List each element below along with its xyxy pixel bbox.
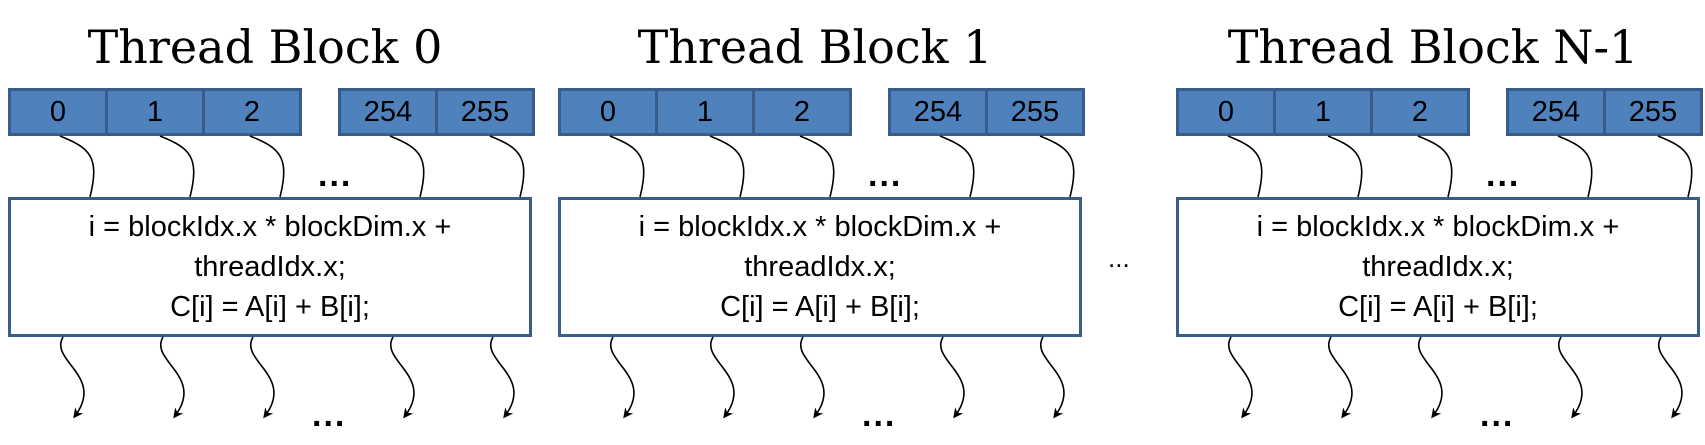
ellipsis-dots-top: ... [1486,156,1521,194]
thread-output-arrow [1658,336,1683,419]
code-line: C[i] = A[i] + B[i]; [720,291,920,323]
code-line: i = blockIdx.x * blockDim.x + [88,210,452,243]
thread-block-0: Thread Block 0 0 1 2 254 255 ... i = blo… [0,0,535,445]
thread-input-line [59,135,95,198]
thread-cell: 2 [752,88,852,136]
code-line: i = blockIdx.x * blockDim.x + [638,210,1002,243]
thread-input-line [1657,135,1693,198]
thread-input-line [249,135,285,198]
block-title: Thread Block N-1 [1227,20,1639,74]
thread-input-line [799,135,835,198]
thread-input-line [489,135,525,198]
thread-input-line [1039,135,1075,198]
thread-cell: 2 [202,88,302,136]
thread-cell: 0 [1176,88,1276,136]
ellipsis-dots-bottom: ... [1480,396,1515,434]
kernel-code-box: i = blockIdx.x * blockDim.x + threadIdx.… [8,197,532,337]
thread-input-line [1557,135,1593,198]
thread-output-arrow [1228,336,1253,419]
code-line: C[i] = A[i] + B[i]; [1338,291,1538,323]
thread-strip-left: 0 1 2 [8,88,302,136]
ellipsis-dots-bottom: ... [312,396,347,434]
thread-output-arrow [60,336,85,419]
thread-input-line [1327,135,1363,198]
thread-strip-left: 0 1 2 [558,88,852,136]
code-line: C[i] = A[i] + B[i]; [170,291,370,323]
thread-input-line [709,135,745,198]
ellipsis-dots-top: ... [868,156,903,194]
thread-output-arrow [1418,336,1443,419]
thread-cell: 254 [888,88,988,136]
code-line: threadIdx.x; [194,250,346,283]
code-line: i = blockIdx.x * blockDim.x + [1256,210,1620,243]
thread-cell: 0 [8,88,108,136]
code-line: threadIdx.x; [744,250,896,283]
thread-cell: 255 [1603,88,1703,136]
thread-block-1: Thread Block 1 0 1 2 254 255 ... i = blo… [550,0,1085,445]
thread-output-arrow [1040,336,1065,419]
thread-input-line [939,135,975,198]
thread-cell: 1 [1273,88,1373,136]
code-line: threadIdx.x; [1362,250,1514,283]
thread-output-arrow [160,336,185,419]
thread-output-arrow [250,336,275,419]
ellipsis-dots-bottom: ... [862,396,897,434]
thread-output-arrow [940,336,965,419]
thread-strip-right: 254 255 [888,88,1085,136]
thread-input-line [1227,135,1263,198]
thread-input-line [609,135,645,198]
thread-input-line [159,135,195,198]
thread-input-line [389,135,425,198]
thread-output-arrow [1558,336,1583,419]
thread-output-arrow [490,336,515,419]
thread-cell: 2 [1370,88,1470,136]
thread-output-arrow [1328,336,1353,419]
kernel-code-box: i = blockIdx.x * blockDim.x + threadIdx.… [558,197,1082,337]
thread-cell: 255 [435,88,535,136]
ellipsis-dots-top: ... [318,156,353,194]
thread-output-arrow [710,336,735,419]
thread-strip-left: 0 1 2 [1176,88,1470,136]
thread-strip-right: 254 255 [1506,88,1703,136]
thread-output-arrow [800,336,825,419]
thread-strip-right: 254 255 [338,88,535,136]
thread-output-arrow [610,336,635,419]
thread-input-line [1417,135,1453,198]
thread-cell: 255 [985,88,1085,136]
thread-block-n-1: Thread Block N-1 0 1 2 254 255 ... i = b… [1168,0,1703,445]
thread-output-arrow [390,336,415,419]
kernel-code-box: i = blockIdx.x * blockDim.x + threadIdx.… [1176,197,1700,337]
block-title: Thread Block 0 [87,20,443,74]
block-title: Thread Block 1 [637,20,993,74]
thread-cell: 254 [1506,88,1606,136]
thread-cell: 1 [655,88,755,136]
between-blocks-ellipsis: ... [1108,243,1130,273]
